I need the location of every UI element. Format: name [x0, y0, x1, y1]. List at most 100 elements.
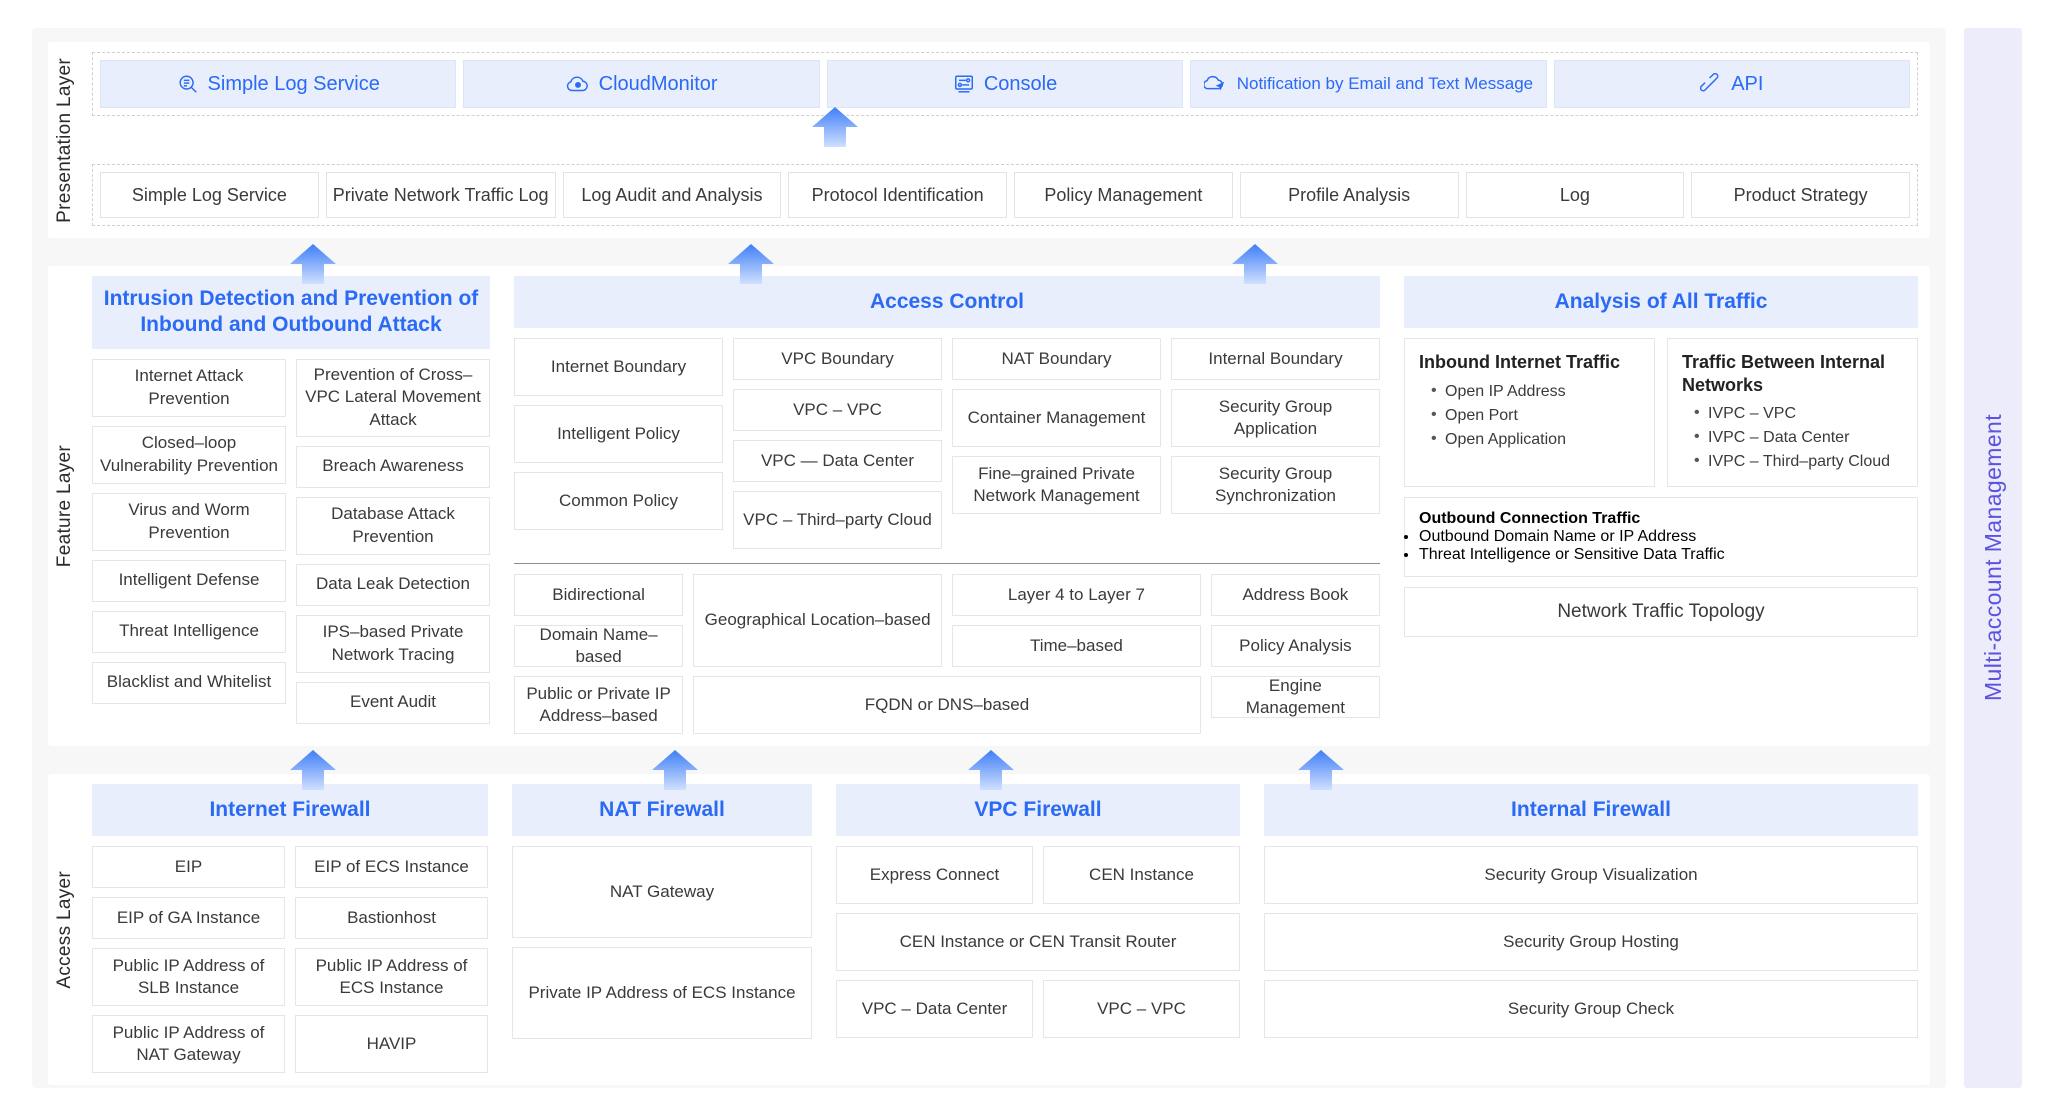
section-analysis-all-traffic: Analysis of All Traffic Inbound Internet… [1404, 276, 1918, 734]
section-nat-firewall: NAT Firewall NAT Gateway Private IP Addr… [512, 784, 812, 1073]
feature-cell[interactable]: Layer 4 to Layer 7 [952, 574, 1201, 616]
feature-cell[interactable]: IPS–based Private Network Tracing [296, 614, 490, 673]
presentation-channel-row: Simple Log Service CloudMonitor [92, 52, 1918, 116]
channel-api[interactable]: API [1553, 60, 1911, 108]
feature-cell[interactable]: Threat Intelligence [92, 610, 286, 653]
feature-cell[interactable]: Database Attack Prevention [296, 496, 490, 555]
feature-cell[interactable]: Security Group Application [1171, 389, 1380, 447]
access-cell[interactable]: CEN Instance or CEN Transit Router [836, 913, 1240, 971]
feature-cell[interactable]: Intelligent Policy [514, 405, 723, 463]
access-cell[interactable]: EIP [92, 846, 285, 888]
feature-layer-label-text: Feature Layer [54, 444, 75, 568]
ac-bottom-right-group: Geographical Location–based Layer 4 to L… [693, 574, 1201, 734]
module-log[interactable]: Log [1465, 172, 1685, 218]
ac-column-4: Internal Boundary Security Group Applica… [1171, 338, 1380, 549]
access-cell[interactable]: Security Group Visualization [1264, 846, 1918, 904]
access-cell[interactable]: Security Group Check [1264, 980, 1918, 1038]
access-layer-body: Internet Firewall EIP EIP of GA Instance… [82, 774, 1930, 1085]
access-cell[interactable]: VPC – Data Center [836, 980, 1033, 1038]
feature-cell[interactable]: Public or Private IP Address–based [514, 676, 684, 734]
feature-cell[interactable]: Internet Attack Prevention [92, 358, 286, 417]
channel-notification[interactable]: Notification by Email and Text Message [1190, 60, 1547, 108]
feature-cell[interactable]: VPC Boundary [733, 338, 942, 380]
section-title-internet-firewall: Internet Firewall [92, 784, 488, 836]
module-label: Simple Log Service [131, 184, 287, 205]
api-icon [1700, 73, 1722, 95]
analysis-outbound-connection-traffic[interactable]: Outbound Connection Traffic Outbound Dom… [1404, 497, 1918, 577]
access-control-divider [514, 563, 1380, 564]
analysis-network-traffic-topology[interactable]: Network Traffic Topology [1404, 587, 1918, 637]
ac-column-3: NAT Boundary Container Management Fine–g… [952, 338, 1161, 549]
feature-cell[interactable]: NAT Boundary [952, 338, 1161, 380]
feature-cell[interactable]: Geographical Location–based [693, 574, 942, 667]
analysis-inbound-internet-traffic[interactable]: Inbound Internet Traffic Open IP Address… [1404, 338, 1655, 487]
module-policy-management[interactable]: Policy Management [1014, 172, 1233, 218]
feature-cell[interactable]: Policy Analysis [1210, 625, 1380, 667]
presentation-layer-label: Presentation Layer [48, 42, 82, 238]
feature-cell[interactable]: Container Management [952, 389, 1161, 447]
module-simple-log-service[interactable]: Simple Log Service [100, 172, 319, 218]
access-cell[interactable]: Bastionhost [295, 897, 488, 939]
access-cell[interactable]: Private IP Address of ECS Instance [512, 947, 812, 1039]
access-cell[interactable]: Public IP Address of SLB Instance [92, 948, 285, 1006]
access-cell[interactable]: Express Connect [836, 846, 1033, 904]
access-cell[interactable]: EIP of GA Instance [92, 897, 285, 939]
feature-cell[interactable]: Address Book [1210, 574, 1380, 616]
intrusion-left-column: Internet Attack Prevention Closed–loop V… [92, 358, 286, 724]
analysis-traffic-between-internal-networks[interactable]: Traffic Between Internal Networks IVPC –… [1667, 338, 1918, 487]
feature-cell[interactable]: Virus and Worm Prevention [92, 492, 286, 551]
feature-layer-body: Intrusion Detection and Prevention of In… [82, 266, 1930, 746]
analysis-item: Open Port [1431, 403, 1640, 428]
feature-cell[interactable]: Security Group Synchronization [1171, 456, 1380, 514]
feature-cell[interactable]: Data Leak Detection [296, 563, 490, 606]
feature-cell[interactable]: VPC – Third–party Cloud [733, 491, 942, 549]
feature-cell[interactable]: Event Audit [296, 681, 490, 724]
access-cell[interactable]: Public IP Address of NAT Gateway [92, 1015, 285, 1073]
feature-cell[interactable]: Fine–grained Private Network Management [952, 456, 1161, 514]
analysis-heading: Traffic Between Internal Networks [1682, 352, 1886, 395]
feature-layer-label: Feature Layer [48, 266, 82, 746]
feature-cell[interactable]: Closed–loop Vulnerability Prevention [92, 425, 286, 484]
feature-cell[interactable]: Domain Name–based [514, 625, 684, 667]
feature-cell[interactable]: Engine Management [1210, 676, 1380, 718]
analysis-heading: Outbound Connection Traffic [1419, 510, 1641, 527]
access-cell[interactable]: Public IP Address of ECS Instance [295, 948, 488, 1006]
feature-cell[interactable]: Intelligent Defense [92, 559, 286, 602]
section-internal-firewall: Internal Firewall Security Group Visuali… [1264, 784, 1918, 1073]
feature-cell[interactable]: Prevention of Cross–VPC Lateral Movement… [296, 358, 490, 437]
feature-cell[interactable]: VPC — Data Center [733, 440, 942, 482]
channel-cloudmonitor[interactable]: CloudMonitor [463, 60, 820, 108]
channel-console[interactable]: Console [826, 60, 1184, 108]
feature-cell-fqdn[interactable]: FQDN or DNS–based [693, 676, 1201, 734]
access-cell[interactable]: Security Group Hosting [1264, 913, 1918, 971]
section-title-intrusion: Intrusion Detection and Prevention of In… [92, 276, 490, 349]
feature-layer: Feature Layer Intrusion Detection and Pr… [48, 266, 1930, 746]
feature-cell[interactable]: Internet Boundary [514, 338, 723, 396]
ac-column-1: Internet Boundary Intelligent Policy Com… [514, 338, 723, 549]
module-private-network-traffic-log[interactable]: Private Network Traffic Log [325, 172, 556, 218]
feature-cell[interactable]: Time–based [952, 625, 1201, 667]
module-log-audit-and-analysis[interactable]: Log Audit and Analysis [562, 172, 782, 218]
module-protocol-identification[interactable]: Protocol Identification [788, 172, 1008, 218]
intrusion-right-column: Prevention of Cross–VPC Lateral Movement… [296, 358, 490, 724]
module-product-strategy[interactable]: Product Strategy [1691, 172, 1911, 218]
feature-cell[interactable]: VPC – VPC [733, 389, 942, 431]
up-arrow-to-console [808, 107, 862, 147]
access-cell[interactable]: HAVIP [295, 1015, 488, 1073]
access-cell[interactable]: NAT Gateway [512, 846, 812, 938]
diagram-canvas: Presentation Layer Simple Log Service [32, 28, 1946, 1088]
feature-cell[interactable]: Blacklist and Whitelist [92, 661, 286, 704]
feature-cell[interactable]: Internal Boundary [1171, 338, 1380, 380]
access-cell[interactable]: CEN Instance [1043, 846, 1240, 904]
access-cell[interactable]: VPC – VPC [1043, 980, 1240, 1038]
multi-account-management-rail: Multi-account Management [1964, 28, 2022, 1088]
feature-cell[interactable]: Bidirectional [514, 574, 684, 616]
access-layer-label: Access Layer [48, 774, 82, 1085]
module-profile-analysis[interactable]: Profile Analysis [1239, 172, 1459, 218]
feature-cell[interactable]: Breach Awareness [296, 445, 490, 488]
channel-simple-log-service[interactable]: Simple Log Service [100, 60, 457, 108]
ac-bottom-column-3: Layer 4 to Layer 7 Time–based [952, 574, 1201, 667]
analysis-item: IVPC – Data Center [1694, 425, 1903, 450]
access-cell[interactable]: EIP of ECS Instance [295, 846, 488, 888]
feature-cell[interactable]: Common Policy [514, 472, 723, 530]
